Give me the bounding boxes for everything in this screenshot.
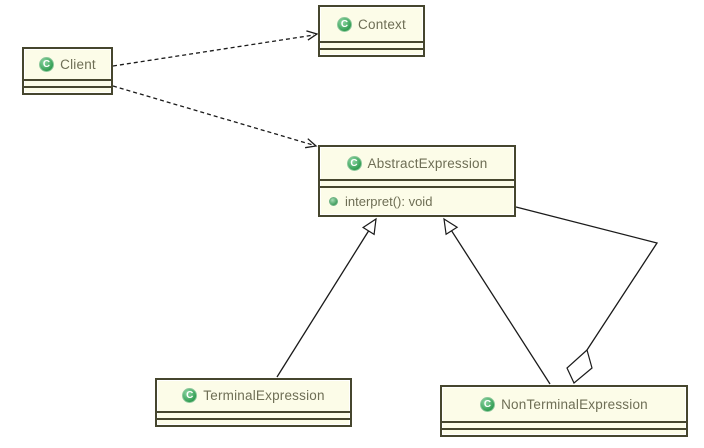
methods-compartment (157, 418, 350, 425)
open-arrowhead-icon (306, 30, 319, 41)
class-name: AbstractExpression (367, 155, 488, 171)
hollow-triangle-icon (361, 217, 377, 236)
hollow-diamond-icon (566, 348, 593, 384)
class-name: Context (358, 16, 406, 32)
class-name: NonTerminalExpression (501, 396, 648, 412)
class-box-abstractexpression[interactable]: C AbstractExpression interpret(): void (318, 145, 516, 217)
class-name: Client (60, 56, 96, 72)
class-icon: C (39, 56, 55, 72)
class-title: C AbstractExpression (320, 147, 514, 179)
generalization-line[interactable] (276, 230, 370, 378)
hollow-triangle-icon (443, 217, 459, 236)
methods-compartment: interpret(): void (320, 186, 514, 215)
aggregation-nonterminalexpression-to-abstractexpression[interactable] (515, 206, 659, 384)
public-method-icon (329, 197, 338, 206)
class-box-terminalexpression[interactable]: C TerminalExpression (155, 378, 352, 427)
attributes-compartment (157, 411, 350, 418)
methods-compartment (320, 48, 423, 55)
dependency-client-to-abstractexpression[interactable] (112, 85, 318, 149)
aggregation-line[interactable] (515, 206, 659, 351)
dependency-line[interactable] (112, 34, 315, 67)
attributes-compartment (24, 79, 111, 86)
dependency-line[interactable] (112, 85, 314, 146)
class-title: C Client (24, 49, 111, 79)
open-arrowhead-icon (304, 138, 318, 149)
dependency-client-to-context[interactable] (112, 30, 319, 67)
methods-compartment (442, 428, 686, 435)
class-title: C Context (320, 7, 423, 41)
class-box-nonterminalexpression[interactable]: C NonTerminalExpression (440, 385, 688, 437)
generalization-line[interactable] (451, 230, 551, 385)
class-title: C TerminalExpression (157, 380, 350, 411)
class-name: TerminalExpression (203, 388, 325, 403)
class-box-context[interactable]: C Context (318, 5, 425, 57)
class-title: C NonTerminalExpression (442, 387, 686, 421)
attributes-compartment (320, 179, 514, 186)
methods-compartment (24, 86, 111, 93)
generalization-terminalexpression-to-abstractexpression[interactable] (276, 217, 377, 378)
attributes-compartment (320, 41, 423, 48)
class-icon: C (346, 155, 362, 171)
class-icon: C (337, 16, 353, 32)
class-icon: C (182, 388, 198, 403)
attributes-compartment (442, 421, 686, 428)
method-signature: interpret(): void (345, 194, 433, 209)
generalization-nonterminalexpression-to-abstractexpression[interactable] (443, 217, 551, 385)
class-icon: C (480, 396, 496, 412)
class-box-client[interactable]: C Client (22, 47, 113, 95)
